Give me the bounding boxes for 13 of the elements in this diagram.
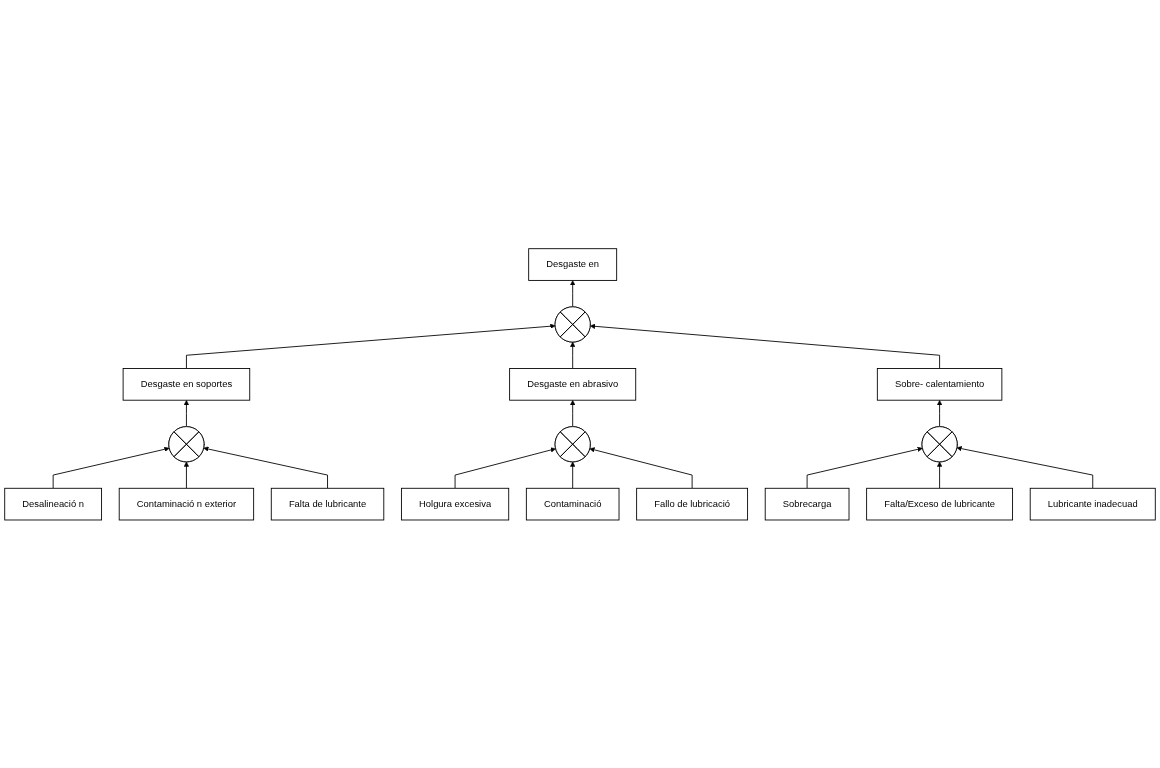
node-box: Sobrecarga bbox=[764, 487, 850, 521]
node-box: Contaminació n exterior bbox=[118, 487, 255, 521]
node-box: Contaminació bbox=[525, 487, 620, 521]
node-box: Desgaste en bbox=[528, 247, 618, 281]
node-box: Desgaste en abrasivo bbox=[509, 367, 637, 401]
node-box: Holgura excesiva bbox=[401, 487, 510, 521]
node-box: Falta/Exceso de lubricante bbox=[866, 487, 1014, 521]
node-box: Desalineació n bbox=[4, 487, 102, 521]
node-box: Desgaste en soportes bbox=[122, 367, 251, 401]
node-box: Fallo de lubricació bbox=[636, 487, 749, 521]
node-box: Lubricante inadecuad bbox=[1029, 487, 1156, 521]
node-box: Sobre- calentamiento bbox=[876, 367, 1003, 401]
node-box: Falta de lubricante bbox=[270, 487, 385, 521]
